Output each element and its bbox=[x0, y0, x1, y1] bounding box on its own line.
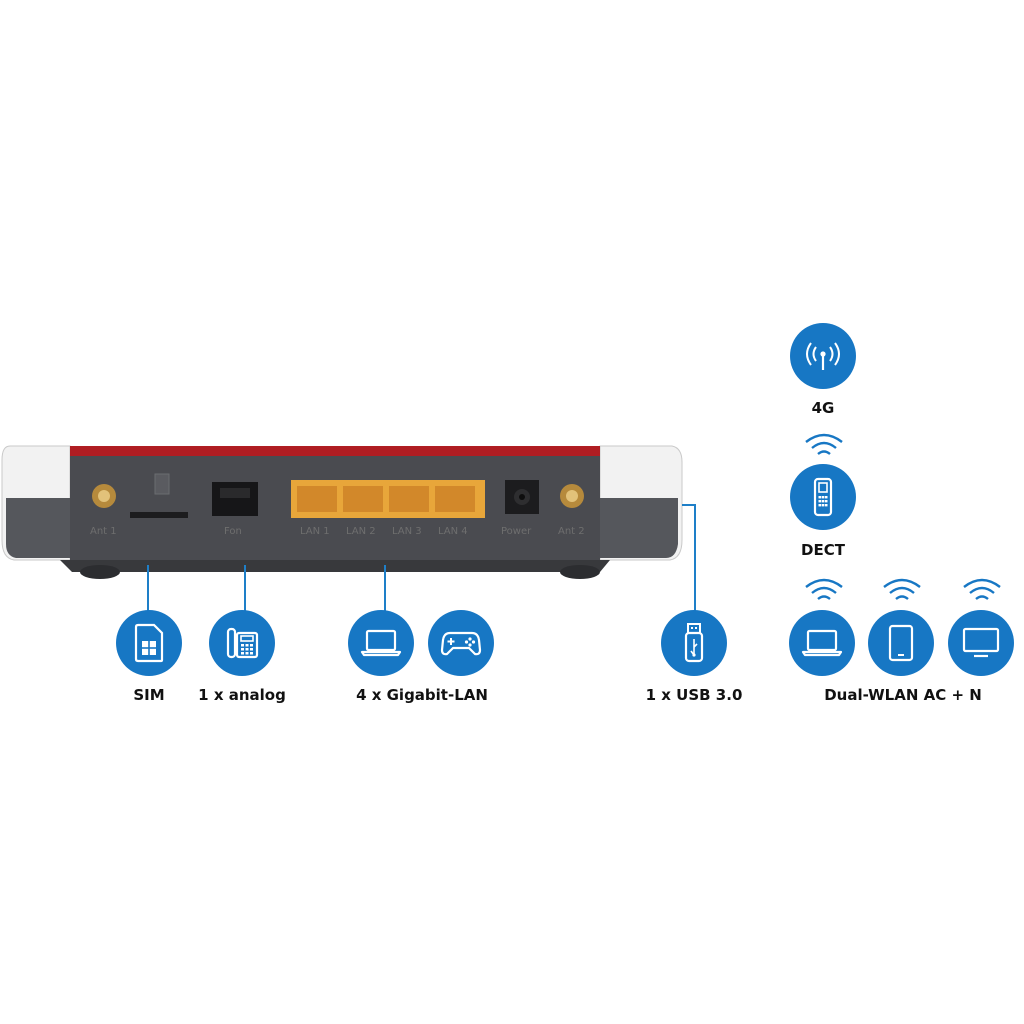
analog-label: 1 x analog bbox=[198, 686, 286, 704]
laptop-icon bbox=[360, 629, 402, 657]
usb-stick-icon bbox=[684, 623, 704, 663]
wlan-laptop-circle bbox=[789, 610, 855, 676]
lan-label: 4 x Gigabit-LAN bbox=[356, 686, 488, 704]
wlan-monitor-circle bbox=[948, 610, 1014, 676]
port-label-ant1: Ant 1 bbox=[90, 526, 117, 537]
router-image: Ant 1 Fon LAN 1 LAN 2 LAN 3 LAN 4 Power … bbox=[0, 440, 700, 590]
port-label-lan4: LAN 4 bbox=[438, 526, 468, 537]
gamepad-icon bbox=[440, 631, 482, 656]
port-label-lan1: LAN 1 bbox=[300, 526, 330, 537]
port-label-lan3: LAN 3 bbox=[392, 526, 422, 537]
cordless-phone-icon bbox=[813, 477, 833, 517]
lan-laptop-circle bbox=[348, 610, 414, 676]
usb-label: 1 x USB 3.0 bbox=[645, 686, 743, 704]
laptop-icon bbox=[801, 629, 843, 657]
wifi-waves-icon bbox=[805, 433, 843, 455]
telephone-icon bbox=[226, 627, 259, 659]
connector-line-analog bbox=[244, 565, 246, 611]
wifi-waves-icon bbox=[963, 578, 1001, 600]
port-label-fon: Fon bbox=[224, 526, 242, 537]
lan-gamepad-circle bbox=[428, 610, 494, 676]
connector-line-lan bbox=[384, 565, 386, 611]
analog-feature-circle bbox=[209, 610, 275, 676]
dect-feature-circle bbox=[790, 464, 856, 530]
port-label-lan2: LAN 2 bbox=[346, 526, 376, 537]
lte-label: 4G bbox=[811, 399, 835, 417]
monitor-icon bbox=[962, 627, 1000, 658]
port-label-ant2: Ant 2 bbox=[558, 526, 585, 537]
usb-feature-circle bbox=[661, 610, 727, 676]
sim-label: SIM bbox=[133, 686, 165, 704]
dect-label: DECT bbox=[801, 541, 845, 559]
wlan-tablet-circle bbox=[868, 610, 934, 676]
sim-feature-circle bbox=[116, 610, 182, 676]
connector-line-sim bbox=[147, 565, 149, 611]
lte-feature-circle bbox=[790, 323, 856, 389]
wifi-waves-icon bbox=[883, 578, 921, 600]
connector-line-usb-vertical bbox=[694, 504, 696, 611]
wlan-label: Dual-WLAN AC + N bbox=[824, 686, 982, 704]
wifi-waves-icon bbox=[805, 578, 843, 600]
port-label-power: Power bbox=[501, 526, 532, 537]
sim-card-icon bbox=[134, 623, 164, 663]
connector-line-usb bbox=[682, 504, 696, 506]
antenna-icon bbox=[806, 342, 840, 370]
tablet-icon bbox=[888, 624, 914, 662]
